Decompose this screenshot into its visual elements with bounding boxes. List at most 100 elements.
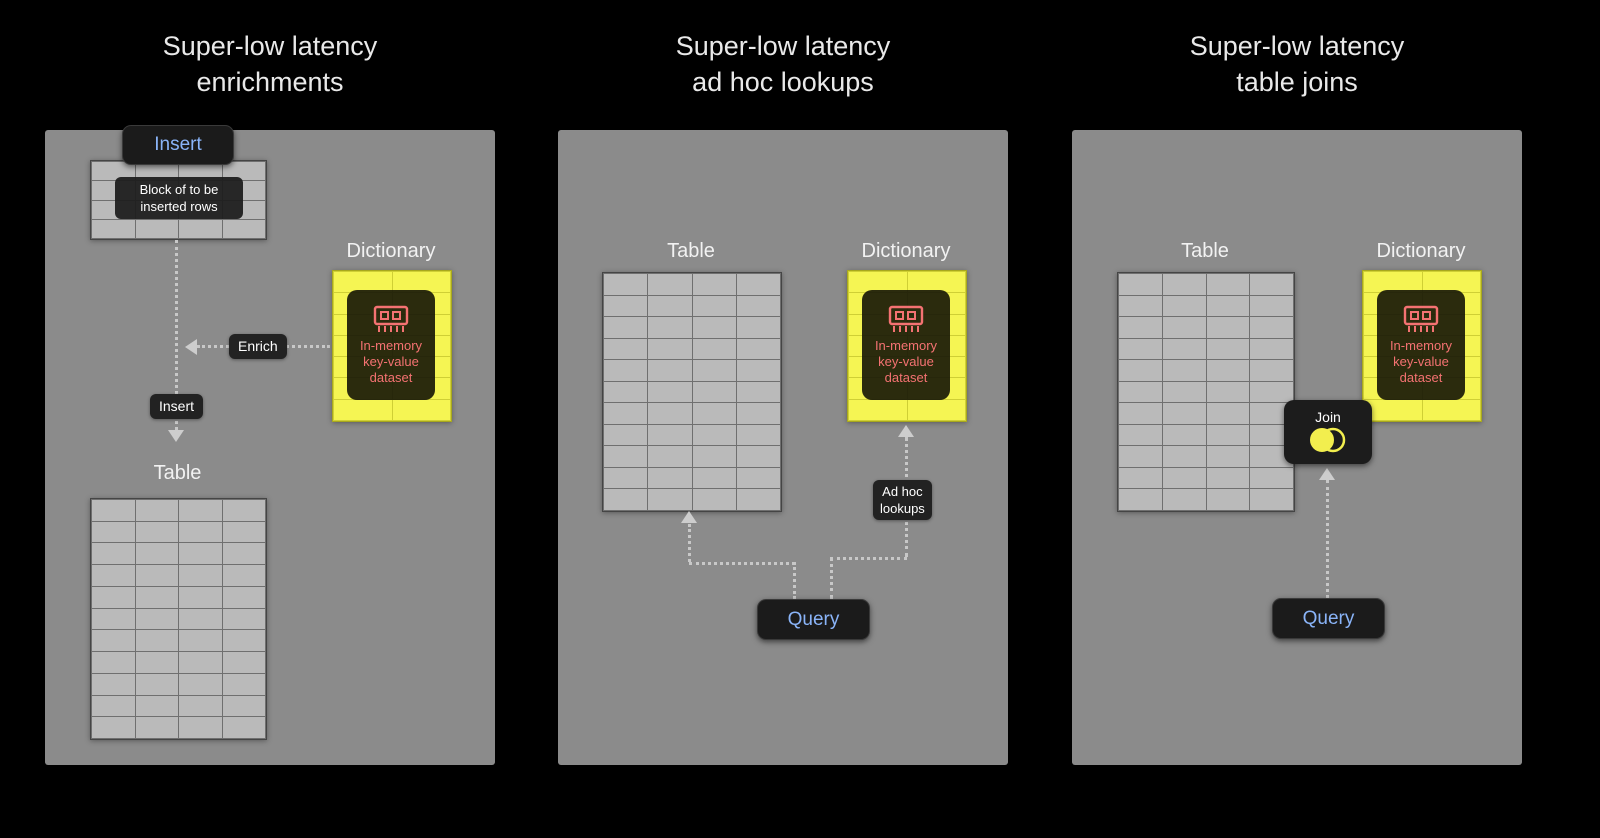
table-cell — [179, 586, 222, 608]
memory-icon — [373, 305, 409, 332]
table-cell — [135, 673, 178, 695]
query-button[interactable]: Query — [1272, 598, 1385, 639]
table-cell — [179, 717, 222, 738]
table-cell — [692, 274, 736, 295]
insert-block-label-line: inserted rows — [140, 199, 218, 214]
in-memory-dataset: In-memory key-value dataset — [862, 290, 950, 400]
table-cell — [692, 467, 736, 489]
table-cell — [1206, 295, 1250, 317]
table-cell — [648, 381, 692, 403]
table-cell — [648, 338, 692, 360]
table-cell — [648, 360, 692, 381]
table-cell — [222, 630, 265, 652]
table-cell — [604, 467, 648, 489]
panel-adhoc-title: Super-low latency ad hoc lookups — [558, 28, 1008, 100]
table-cell — [1162, 424, 1206, 446]
query-flow-line — [688, 524, 691, 562]
table-cell — [1162, 467, 1206, 489]
dataset-text-line: dataset — [1399, 369, 1443, 385]
table-cell — [1206, 467, 1250, 489]
table-label: Table — [153, 462, 202, 484]
table-cell — [1162, 381, 1206, 403]
table-cell — [736, 424, 780, 446]
query-flow-line — [689, 562, 795, 565]
dictionary-label: Dictionary — [346, 240, 436, 262]
table-cell — [604, 489, 648, 510]
table-cell — [1250, 360, 1293, 381]
join-badge: Join — [1284, 400, 1372, 464]
table-cell — [1364, 399, 1422, 420]
table-cell — [1162, 489, 1206, 510]
title-line: Super-low latency — [675, 31, 891, 61]
title-line: Super-low latency — [162, 31, 378, 61]
table-cell — [92, 608, 135, 630]
table-cell — [1250, 317, 1293, 338]
table-cell — [334, 272, 392, 293]
table-cell — [222, 162, 265, 181]
table-cell — [648, 403, 692, 424]
table-cell — [1206, 338, 1250, 360]
table-cell — [736, 274, 780, 295]
table-cell — [1119, 295, 1162, 317]
table-cell — [736, 467, 780, 489]
insert-button[interactable]: Insert — [122, 125, 234, 165]
insert-block-label-line: Block of to be — [139, 182, 219, 197]
in-memory-dataset: In-memory key-value dataset — [347, 290, 435, 400]
table-cell — [1250, 403, 1293, 424]
table-cell — [1206, 446, 1250, 467]
table-cell — [92, 673, 135, 695]
table-cell — [648, 295, 692, 317]
table-cell — [135, 219, 178, 238]
table-cell — [692, 317, 736, 338]
table-cell — [334, 399, 392, 420]
table-cell — [1250, 274, 1293, 295]
table-cell — [648, 489, 692, 510]
table-cell — [1250, 489, 1293, 510]
table-cell — [648, 424, 692, 446]
insert-tag: Insert — [150, 394, 204, 419]
arrow-up-icon — [1319, 468, 1335, 480]
table-cell — [1422, 399, 1480, 420]
table-cell — [604, 295, 648, 317]
table-cell — [692, 295, 736, 317]
panel-joins-title: Super-low latency table joins — [1072, 28, 1522, 100]
table-cell — [222, 543, 265, 565]
table-cell — [1119, 467, 1162, 489]
table-cell — [222, 652, 265, 673]
table-cell — [604, 381, 648, 403]
table-cell — [736, 403, 780, 424]
panel-table-joins: Super-low latency table joins Table Dict… — [1072, 0, 1522, 838]
table-cell — [907, 399, 965, 420]
table-cell — [1364, 272, 1422, 293]
table-cell — [736, 317, 780, 338]
table-cell — [692, 489, 736, 510]
dataset-text-line: key-value — [878, 353, 934, 369]
table-cell — [1162, 295, 1206, 317]
table-cell — [1119, 360, 1162, 381]
table-cell — [1119, 489, 1162, 510]
table-cell — [222, 565, 265, 586]
arrow-down-icon — [168, 430, 184, 442]
table-label: Table — [1181, 240, 1229, 262]
table-cell — [604, 424, 648, 446]
panel-adhoc-lookups: Super-low latency ad hoc lookups Table D… — [558, 0, 1008, 838]
panel-enrichments: Super-low latency enrichments Insert Blo… — [45, 0, 495, 838]
query-button[interactable]: Query — [757, 599, 870, 640]
table-cell — [604, 446, 648, 467]
join-venn-icon — [1310, 427, 1346, 453]
adhoc-lookups-tag: Ad hoc lookups — [873, 480, 932, 520]
table-cell — [604, 317, 648, 338]
table-cell — [179, 652, 222, 673]
table-cell — [179, 695, 222, 717]
table-cell — [648, 317, 692, 338]
memory-icon — [888, 305, 924, 332]
table-cell — [179, 608, 222, 630]
table-cell — [692, 403, 736, 424]
table-cell — [92, 500, 135, 521]
table-cell — [648, 467, 692, 489]
table-cell — [692, 338, 736, 360]
table-cell — [222, 586, 265, 608]
table-cell — [222, 500, 265, 521]
arrow-left-icon — [185, 339, 197, 355]
table-cell — [604, 274, 648, 295]
